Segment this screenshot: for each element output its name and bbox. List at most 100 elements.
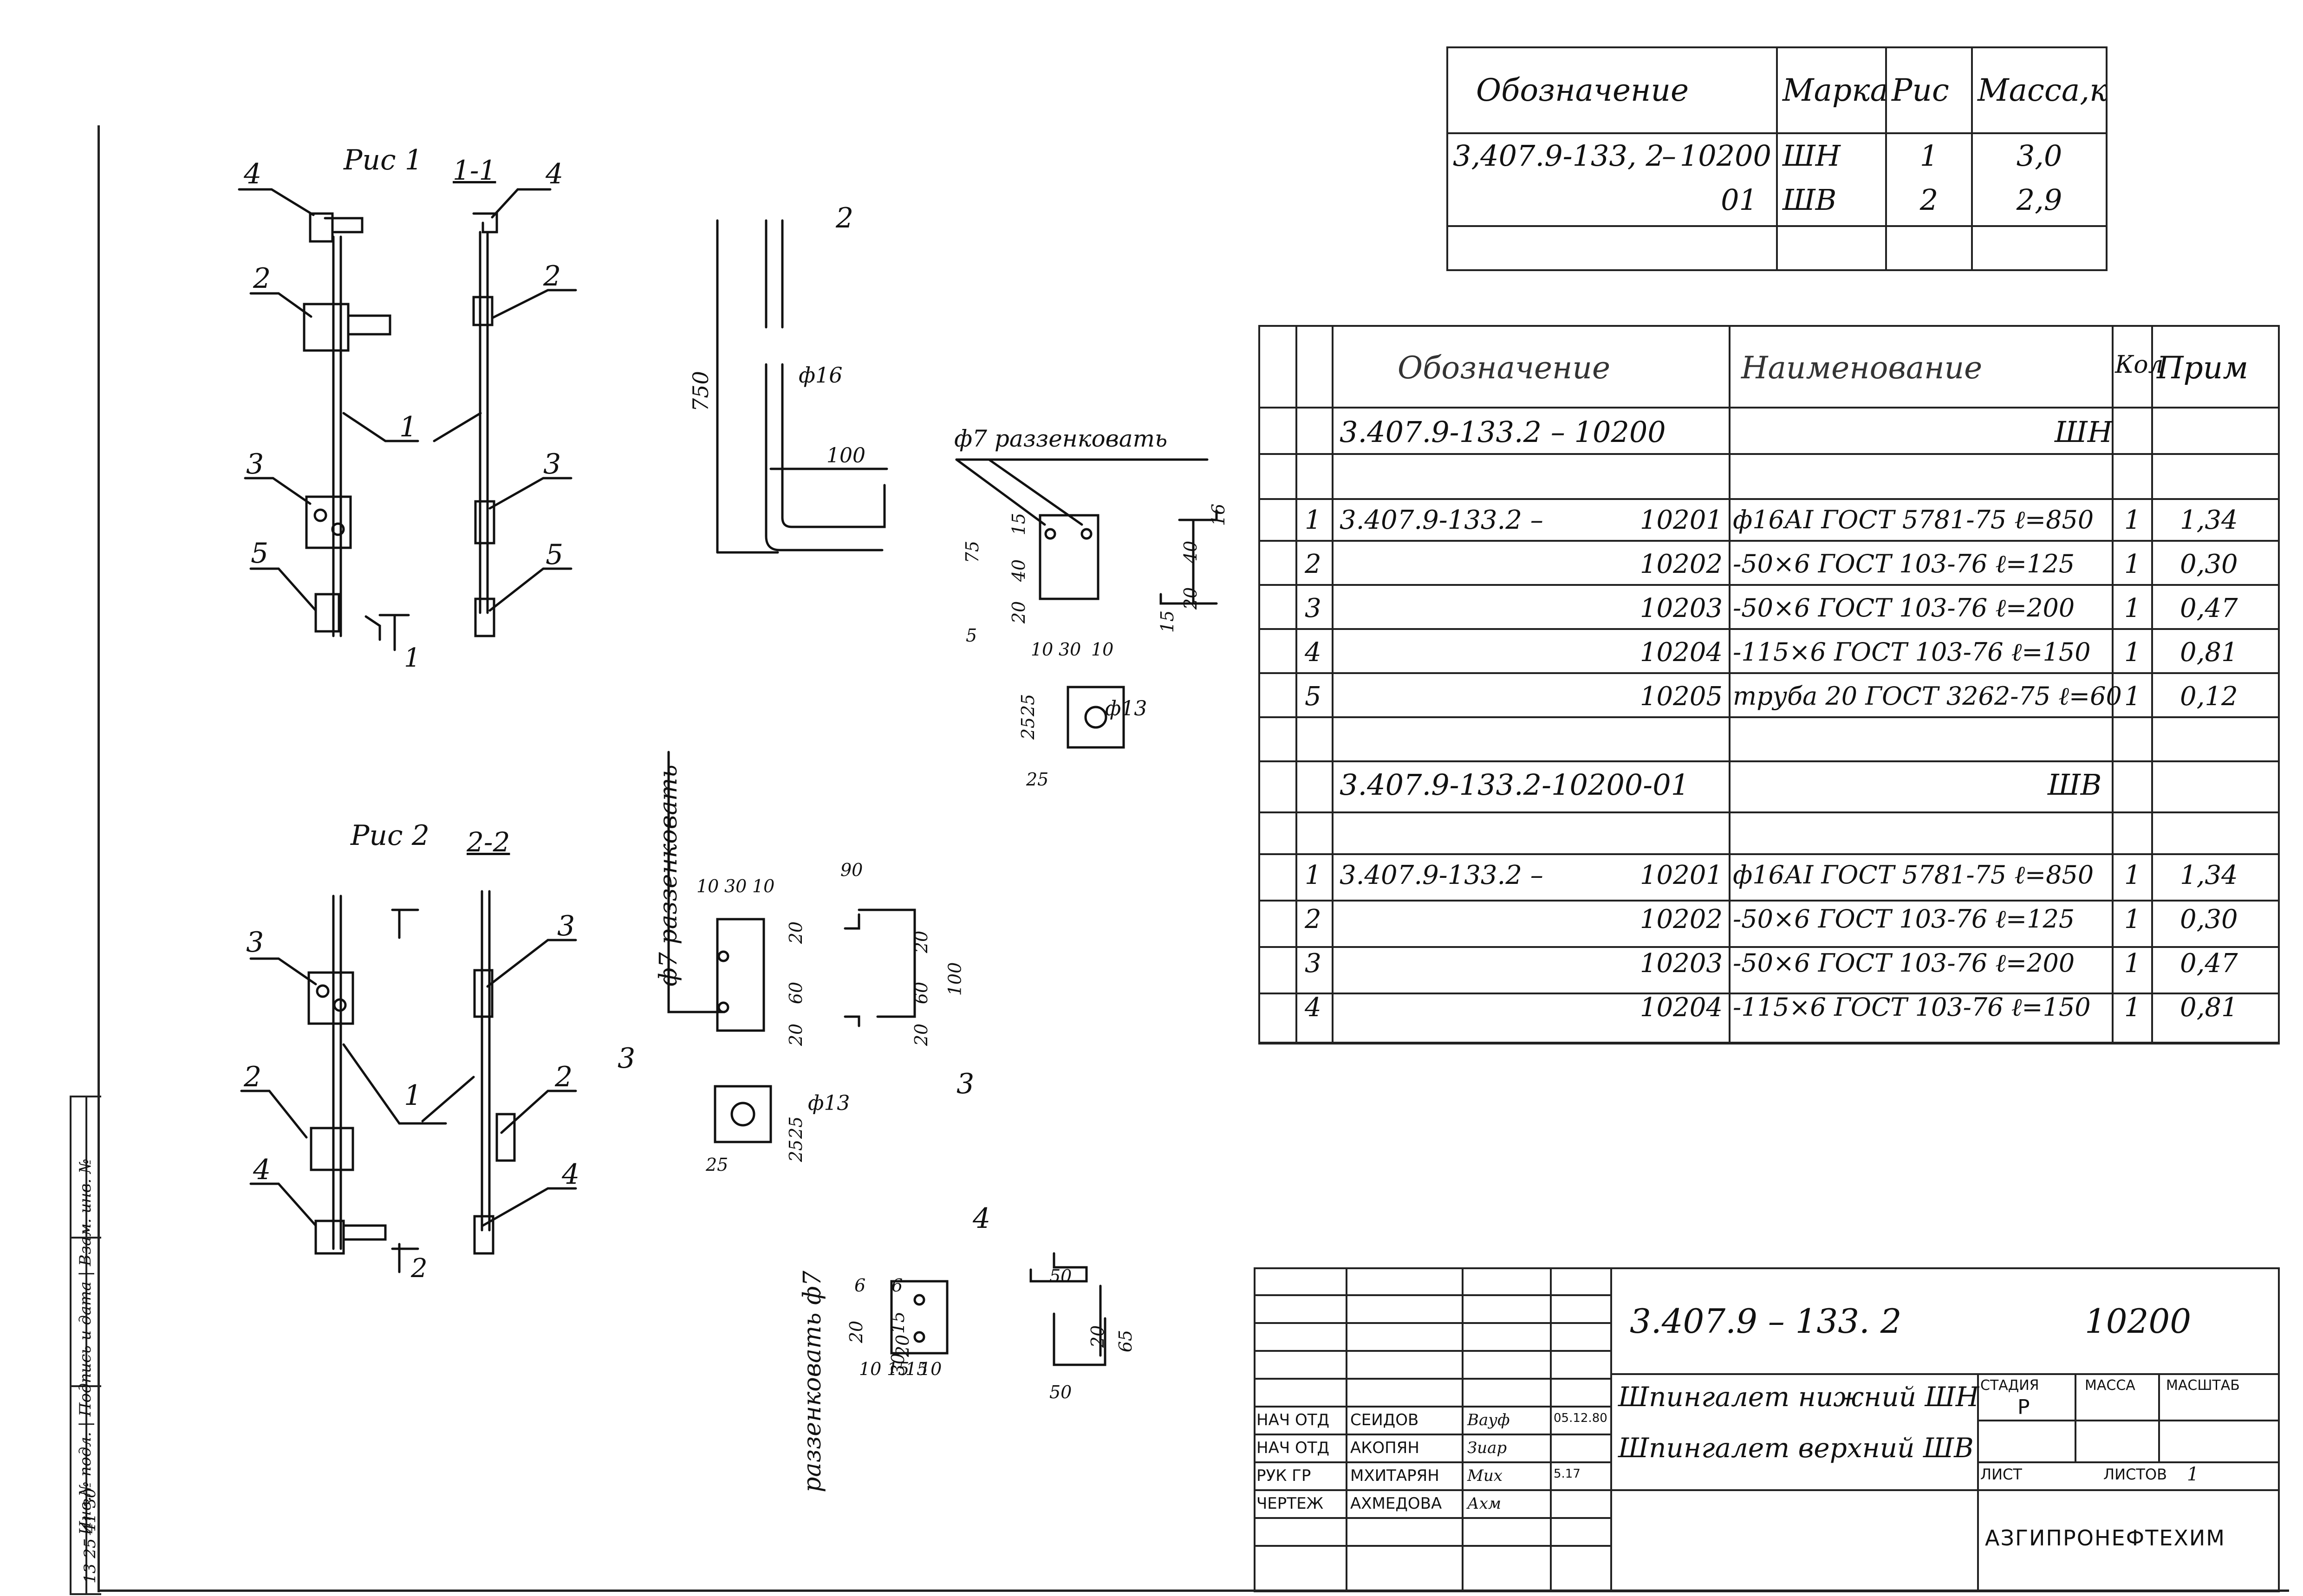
dimension-label: 40 <box>1180 540 1201 564</box>
pos-3e: 3 <box>618 1042 636 1075</box>
dim-100: 100 <box>826 444 865 467</box>
dimension-label: 15 <box>905 1359 928 1379</box>
doc-number: 10200 <box>2085 1302 2192 1341</box>
dimension-label: 100 <box>944 962 965 996</box>
spec-row-qty: 1 <box>2124 993 2141 1023</box>
dimension-label: 5 <box>966 625 977 646</box>
dimension-label: 25 <box>1018 694 1039 717</box>
frame-left-line <box>98 125 100 1592</box>
spec-row-pos: 1 <box>1305 860 1321 890</box>
pos-2c: 2 <box>244 1061 262 1093</box>
section-2-2-view <box>473 890 516 1255</box>
spec-row-name: -50×6 ГОСТ 103-76 ℓ=125 <box>1733 904 2075 934</box>
title-line1: Шпингалет нижний ШН <box>1618 1381 1979 1413</box>
countersink-vertical-1: ф7 раззенковать <box>655 765 683 986</box>
spec-row-note: 0,81 <box>2180 637 2238 668</box>
spec-row-pos: 3 <box>1305 948 1321 979</box>
fig2-title: Рис 2 <box>351 819 429 852</box>
spec-row-code: 10204 <box>1639 637 1723 668</box>
pos-4c: 4 <box>253 1154 271 1186</box>
staff-sign: Мих <box>1467 1466 1503 1485</box>
countersink-label: ф7 раззенковать <box>954 425 1168 452</box>
spec-row-note: 0,30 <box>2180 904 2238 934</box>
marks-row-mark: ШН ШВ <box>1776 132 1887 227</box>
marks-row2-mark: ШВ <box>1783 183 1837 217</box>
sheet-label: ЛИСТ <box>1980 1466 2022 1483</box>
spec-row-pos: 2 <box>1305 549 1321 579</box>
spec-row-note: 0,81 <box>2180 993 2238 1023</box>
staff-role: НАЧ ОТД <box>1256 1439 1330 1457</box>
pos-2a: 2 <box>253 262 271 295</box>
dimension-label: 25 <box>786 1116 807 1139</box>
sheets-label: ЛИСТОВ <box>2103 1466 2167 1483</box>
staff-name: АХМЕДОВА <box>1350 1494 1442 1513</box>
spec-row-pos: 1 <box>1305 505 1321 535</box>
dimension-label: 6 <box>854 1275 866 1296</box>
fig1-title: Рис 1 <box>344 144 423 176</box>
staff-date: 5.17 <box>1554 1467 1581 1481</box>
spec-row-note: 0,12 <box>2180 681 2238 712</box>
spec-row-code: 10203 <box>1639 948 1723 979</box>
spec-header-qty: Кол <box>2115 351 2164 379</box>
section-mark-2: 2 <box>411 1253 428 1284</box>
phi13-label-2: ф13 <box>808 1091 850 1115</box>
fig1-view <box>303 212 410 651</box>
staff-role: РУК ГР <box>1256 1466 1311 1485</box>
spec-row-note: 0,30 <box>2180 549 2238 579</box>
fig2-view <box>307 895 419 1273</box>
spec-row-name: -50×6 ГОСТ 103-76 ℓ=125 <box>1733 549 2075 578</box>
col-stage-label: СТАДИЯ <box>1980 1377 2039 1394</box>
title-line2: Шпингалет верхний ШВ <box>1618 1432 1974 1464</box>
marks-row2-fig: 2 <box>1919 183 1939 217</box>
staff-sign: Зиар <box>1467 1439 1507 1457</box>
margin-stamp: Инв.№ подл. | Подпись и дата | Взам. инв… <box>70 1096 101 1595</box>
spec-row-note: 0,47 <box>2180 948 2238 979</box>
section-2-2-label: 2-2 <box>467 826 510 858</box>
pos-3f: 3 <box>956 1068 975 1100</box>
dimension-label: 20 <box>786 1023 807 1046</box>
countersink-vertical-2: раззенковать ф7 <box>799 1271 826 1492</box>
spec-row-name: -115×6 ГОСТ 103-76 ℓ=150 <box>1733 993 2091 1022</box>
staff-role: НАЧ ОТД <box>1256 1411 1330 1429</box>
marks-row1-dash: – <box>1662 139 1676 173</box>
dimension-label: 20 <box>892 1334 913 1357</box>
dimension-label: 50 <box>1049 1266 1072 1286</box>
dim-phi16: ф16 <box>799 363 843 388</box>
spec-row-qty: 1 <box>2124 505 2141 535</box>
dim-750: 750 <box>688 371 713 412</box>
dimension-label: 10 <box>859 1359 882 1379</box>
spec-row-code: 10202 <box>1639 549 1723 579</box>
pos-4e: 4 <box>973 1202 991 1235</box>
dimension-label: 20 <box>911 930 932 954</box>
dimension-label: 60 <box>911 981 932 1005</box>
spec-group2-designation: 3.407.9-133.2-10200-01 <box>1340 768 1690 802</box>
pos-3b: 3 <box>543 448 561 480</box>
spec-row-name: -115×6 ГОСТ 103-76 ℓ=150 <box>1733 637 2091 667</box>
section-1-1-label: 1-1 <box>453 155 496 186</box>
marks-row1-mark: ШН <box>1783 139 1841 173</box>
pos-3c: 3 <box>246 926 264 959</box>
frame-bottom-line <box>98 1590 2289 1592</box>
dimension-label: 20 <box>911 1023 932 1046</box>
pos-3a: 3 <box>246 448 264 480</box>
spec-row-code: 10203 <box>1639 593 1723 623</box>
marks-row1-designation: 3,407.9-133, 2 <box>1453 139 1664 173</box>
marks-row2-mass: 2,9 <box>2016 183 2062 217</box>
staff-sign: Ахм <box>1467 1494 1502 1513</box>
spec-group1-mark: ШН <box>2055 415 2113 449</box>
dimension-label: 30 <box>1059 639 1081 660</box>
spec-row-note: 0,47 <box>2180 593 2238 623</box>
spec-row-note: 1,34 <box>2180 860 2238 890</box>
marks-row1-mass: 3,0 <box>2016 139 2062 173</box>
spec-row-code: 10201 <box>1639 505 1723 535</box>
spec-header-name: Наименование <box>1741 350 1983 386</box>
marks-row1-fig: 1 <box>1919 139 1939 173</box>
marks-row-fig: 1 2 <box>1885 132 1973 227</box>
marks-header-fig: Рис <box>1885 46 1973 134</box>
spec-row-name: -50×6 ГОСТ 103-76 ℓ=200 <box>1733 948 2075 978</box>
spec-row-qty: 1 <box>2124 549 2141 579</box>
spec-row-code: 10201 <box>1639 860 1723 890</box>
spec-row-code: 10202 <box>1639 904 1723 934</box>
dimension-label: 25 <box>1026 769 1049 790</box>
